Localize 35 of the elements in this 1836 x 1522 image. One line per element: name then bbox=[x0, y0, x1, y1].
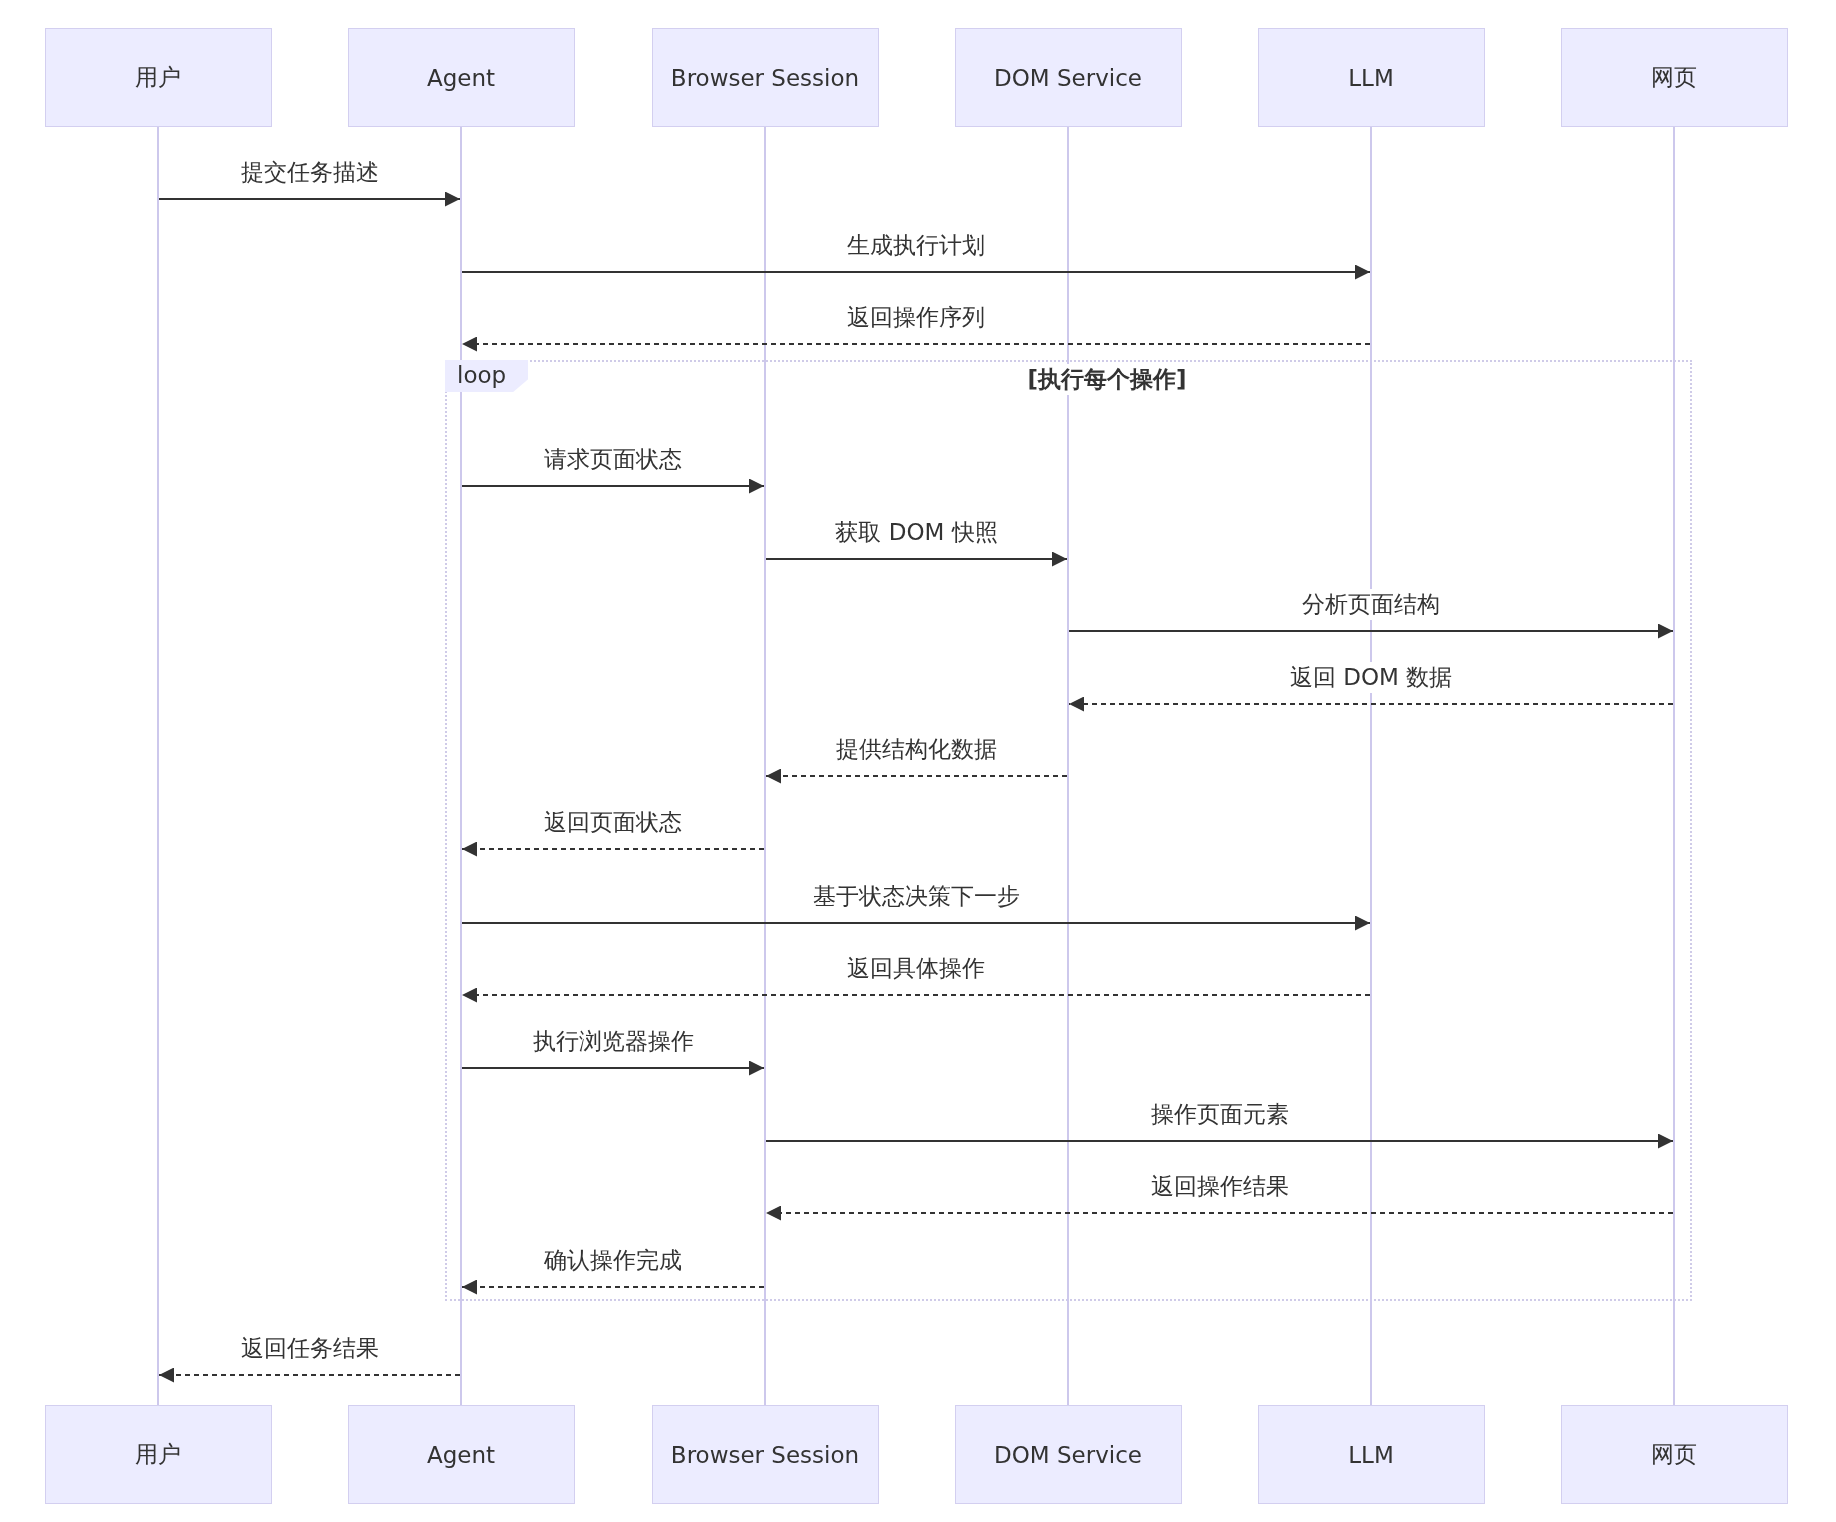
actor-box: Agent bbox=[347, 1405, 575, 1504]
lifeline bbox=[1673, 127, 1675, 1405]
lifeline bbox=[764, 127, 766, 1405]
lifeline bbox=[157, 127, 159, 1405]
actor-box: 网页 bbox=[1560, 1405, 1788, 1504]
message-arrow bbox=[461, 987, 1371, 1003]
message-arrow bbox=[461, 841, 765, 857]
message-arrow bbox=[461, 336, 1371, 352]
message-arrow bbox=[1068, 696, 1674, 712]
actor-box: 网页 bbox=[1560, 28, 1788, 127]
message-arrow bbox=[158, 191, 461, 207]
message-arrow bbox=[765, 1205, 1674, 1221]
actor-box: LLM bbox=[1257, 28, 1485, 127]
message-arrow bbox=[461, 915, 1371, 931]
message-arrow bbox=[1068, 623, 1674, 639]
actor-box: DOM Service bbox=[954, 1405, 1182, 1504]
actor-box: LLM bbox=[1257, 1405, 1485, 1504]
actor-box: DOM Service bbox=[954, 28, 1182, 127]
lifeline bbox=[1370, 127, 1372, 1405]
actor-box: Browser Session bbox=[651, 1405, 879, 1504]
lifeline bbox=[460, 127, 462, 1405]
message-arrow bbox=[158, 1367, 461, 1383]
message-arrow bbox=[765, 768, 1068, 784]
message-arrow bbox=[461, 264, 1371, 280]
actor-box: 用户 bbox=[44, 1405, 272, 1504]
message-arrow bbox=[765, 551, 1068, 567]
actor-box: Agent bbox=[347, 28, 575, 127]
message-arrow bbox=[765, 1133, 1674, 1149]
loop-tag: loop bbox=[445, 360, 529, 392]
message-arrow bbox=[461, 1279, 765, 1295]
actor-box: 用户 bbox=[44, 28, 272, 127]
message-arrow bbox=[461, 1060, 765, 1076]
lifeline bbox=[1067, 127, 1069, 1405]
actor-box: Browser Session bbox=[651, 28, 879, 127]
message-arrow bbox=[461, 478, 765, 494]
